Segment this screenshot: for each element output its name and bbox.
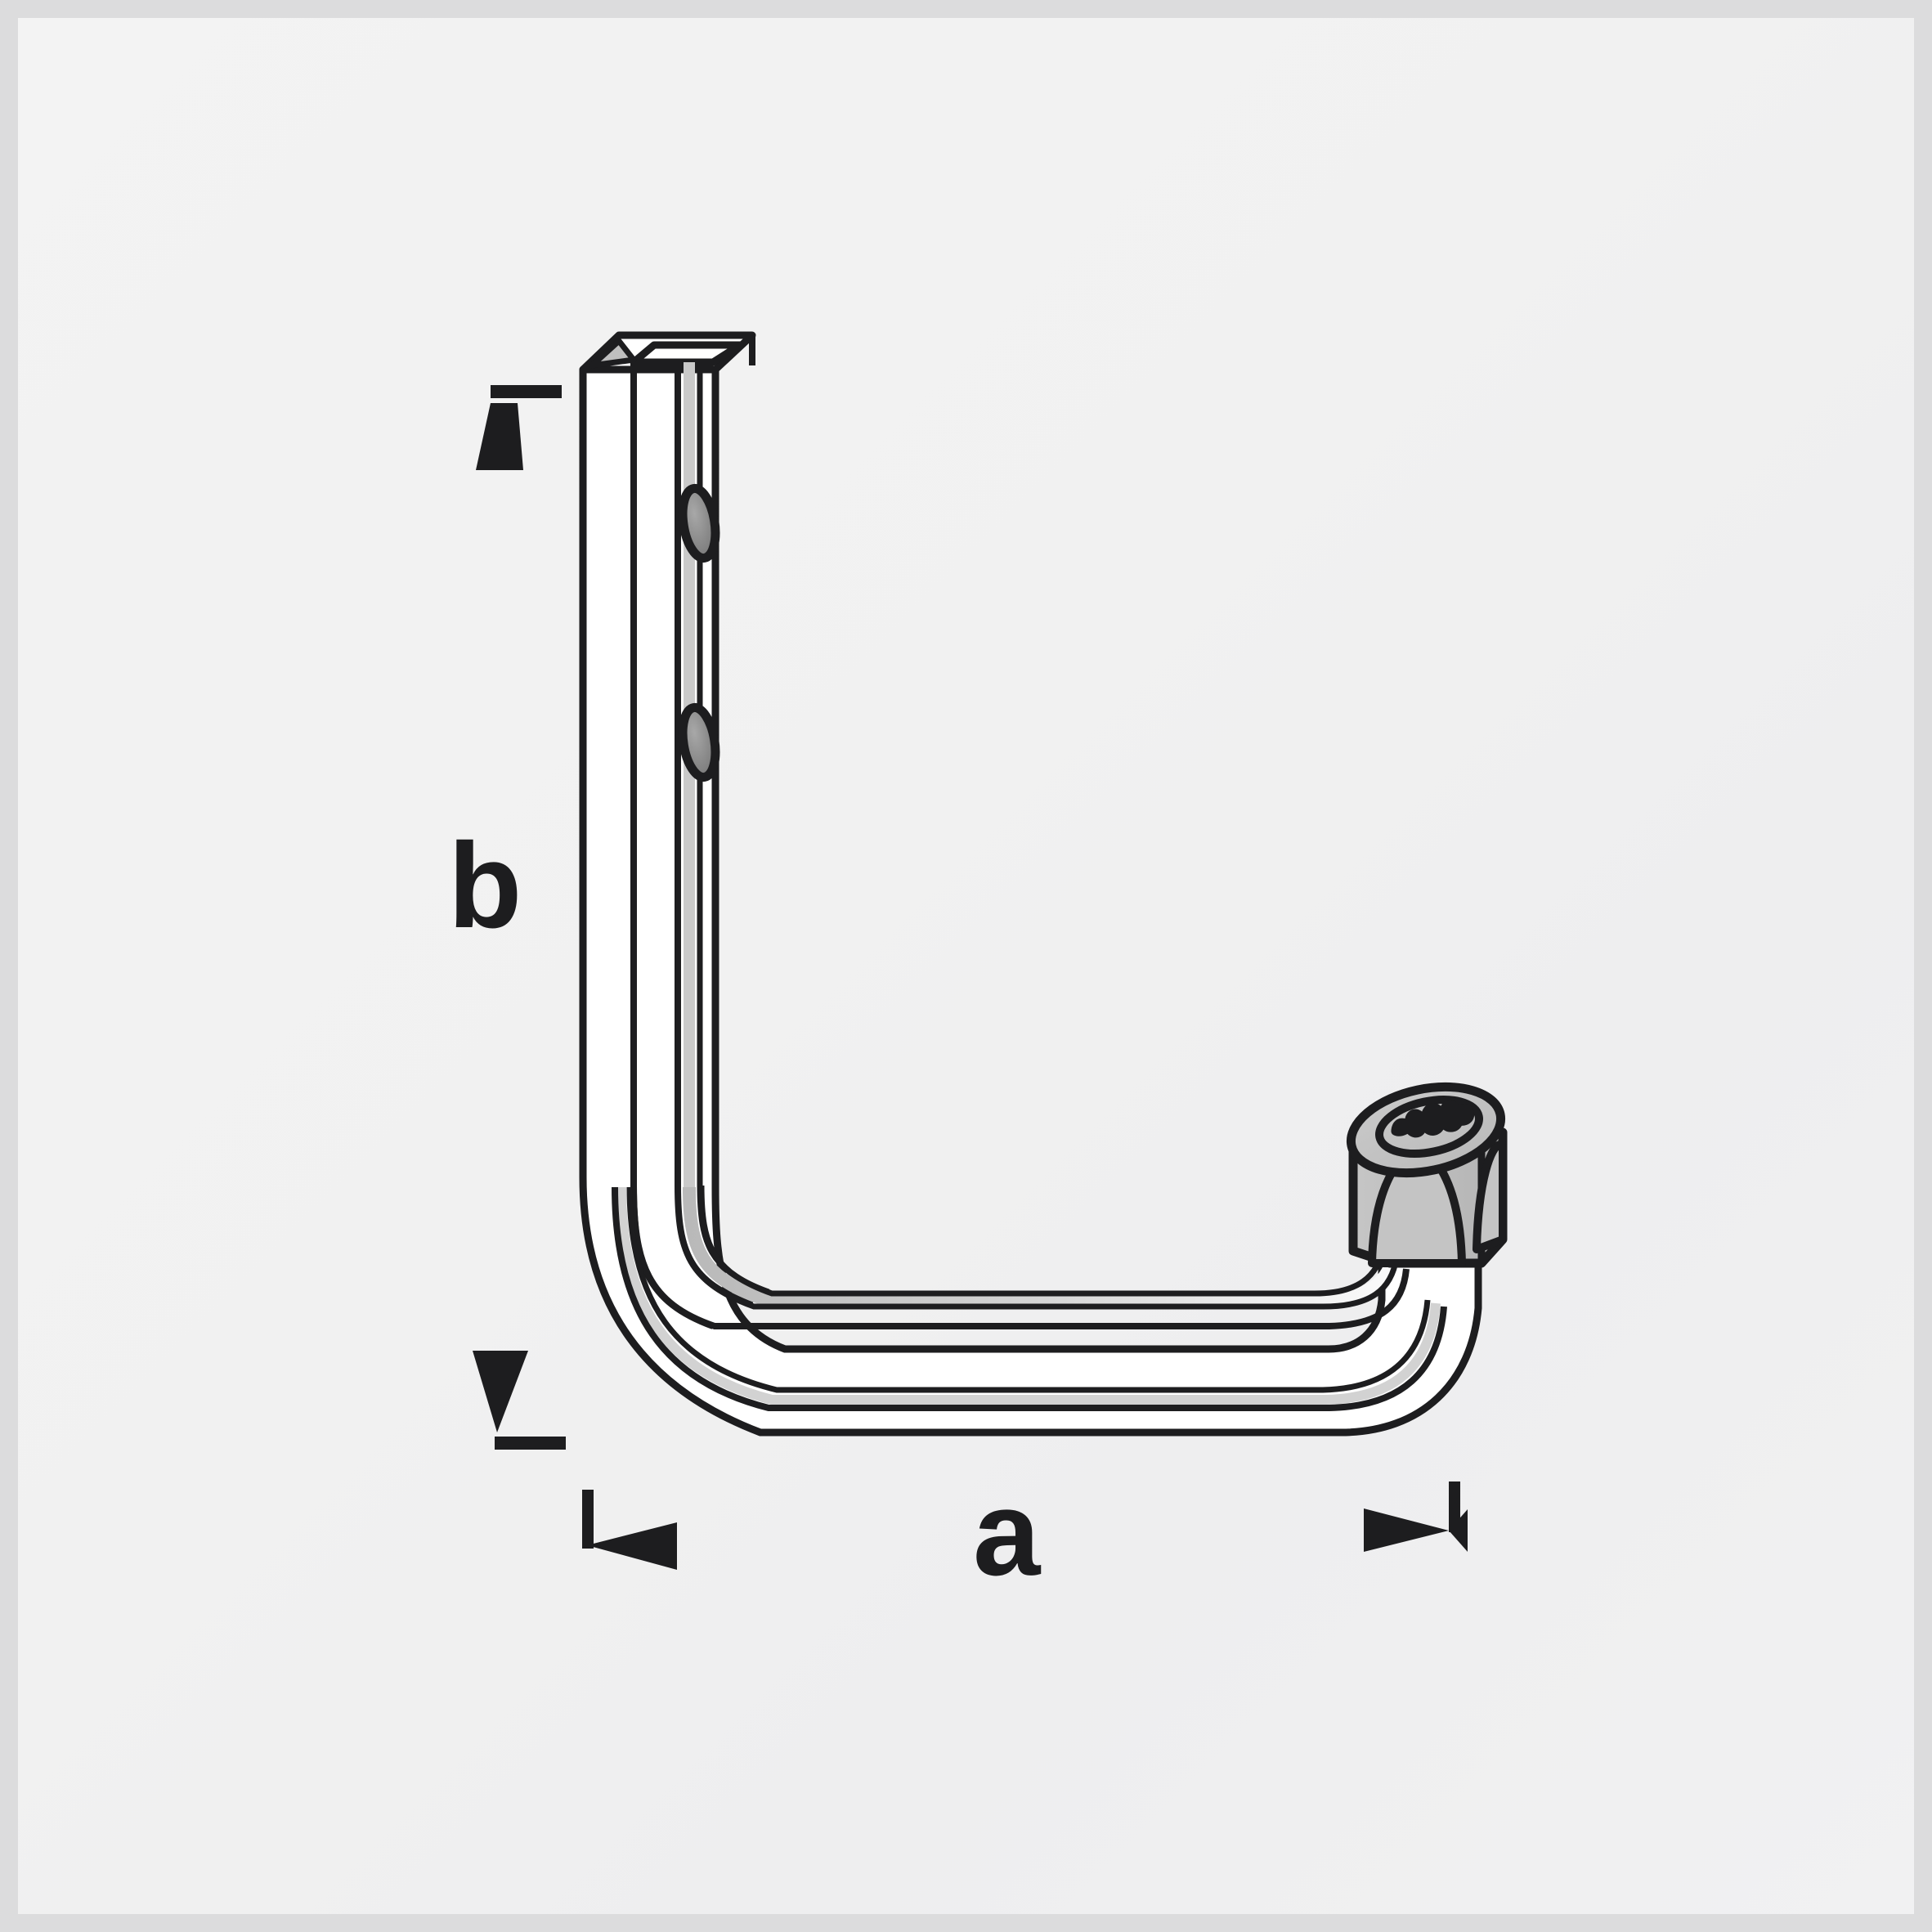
arm-line-top-1 (630, 1185, 1410, 1329)
arm-line-bottom-inner (612, 1186, 1447, 1411)
arrow-down-icon (473, 1351, 528, 1432)
cap-skirt-arch-2 (1473, 1141, 1507, 1253)
arm-lower-shade-band (616, 1186, 1441, 1405)
arrow-right-icon-body (1364, 1508, 1449, 1552)
mounting-holes (678, 483, 720, 782)
arrow-up-icon (476, 403, 523, 470)
arrow-left-icon (587, 1522, 677, 1570)
dimension-b-top-tick (491, 385, 562, 398)
arm-line-top-3 (698, 1185, 1387, 1297)
hook-outer-silhouette (579, 365, 1482, 1437)
dimension-a-right-tick (1449, 1481, 1460, 1532)
end-cap (1346, 1082, 1508, 1268)
arm-line-top-2 (675, 1186, 1400, 1310)
hook-body (579, 365, 1482, 1437)
arm-profile (612, 1185, 1447, 1411)
tube-top-wall-shade (589, 338, 637, 369)
dimension-b-arrows (473, 385, 566, 1450)
cap-top-inner-ring (1375, 1096, 1483, 1158)
dimension-label-a: a (973, 1466, 1041, 1601)
dimension-label-b: b (448, 818, 522, 953)
cap-logo-stamp (1391, 1100, 1475, 1138)
arm-line-bottom-inner-2 (626, 1186, 1431, 1393)
dimension-a-arrows (582, 1481, 1468, 1570)
mounting-hole-upper (678, 483, 720, 563)
arm-top-shade-band (683, 1186, 1401, 1307)
tube-open-top (579, 331, 756, 374)
illustration-canvas (18, 18, 1914, 1914)
dimension-b-bottom-tick (495, 1437, 566, 1450)
dimension-a-left-tick (582, 1490, 594, 1549)
mounting-hole-lower (678, 702, 720, 782)
